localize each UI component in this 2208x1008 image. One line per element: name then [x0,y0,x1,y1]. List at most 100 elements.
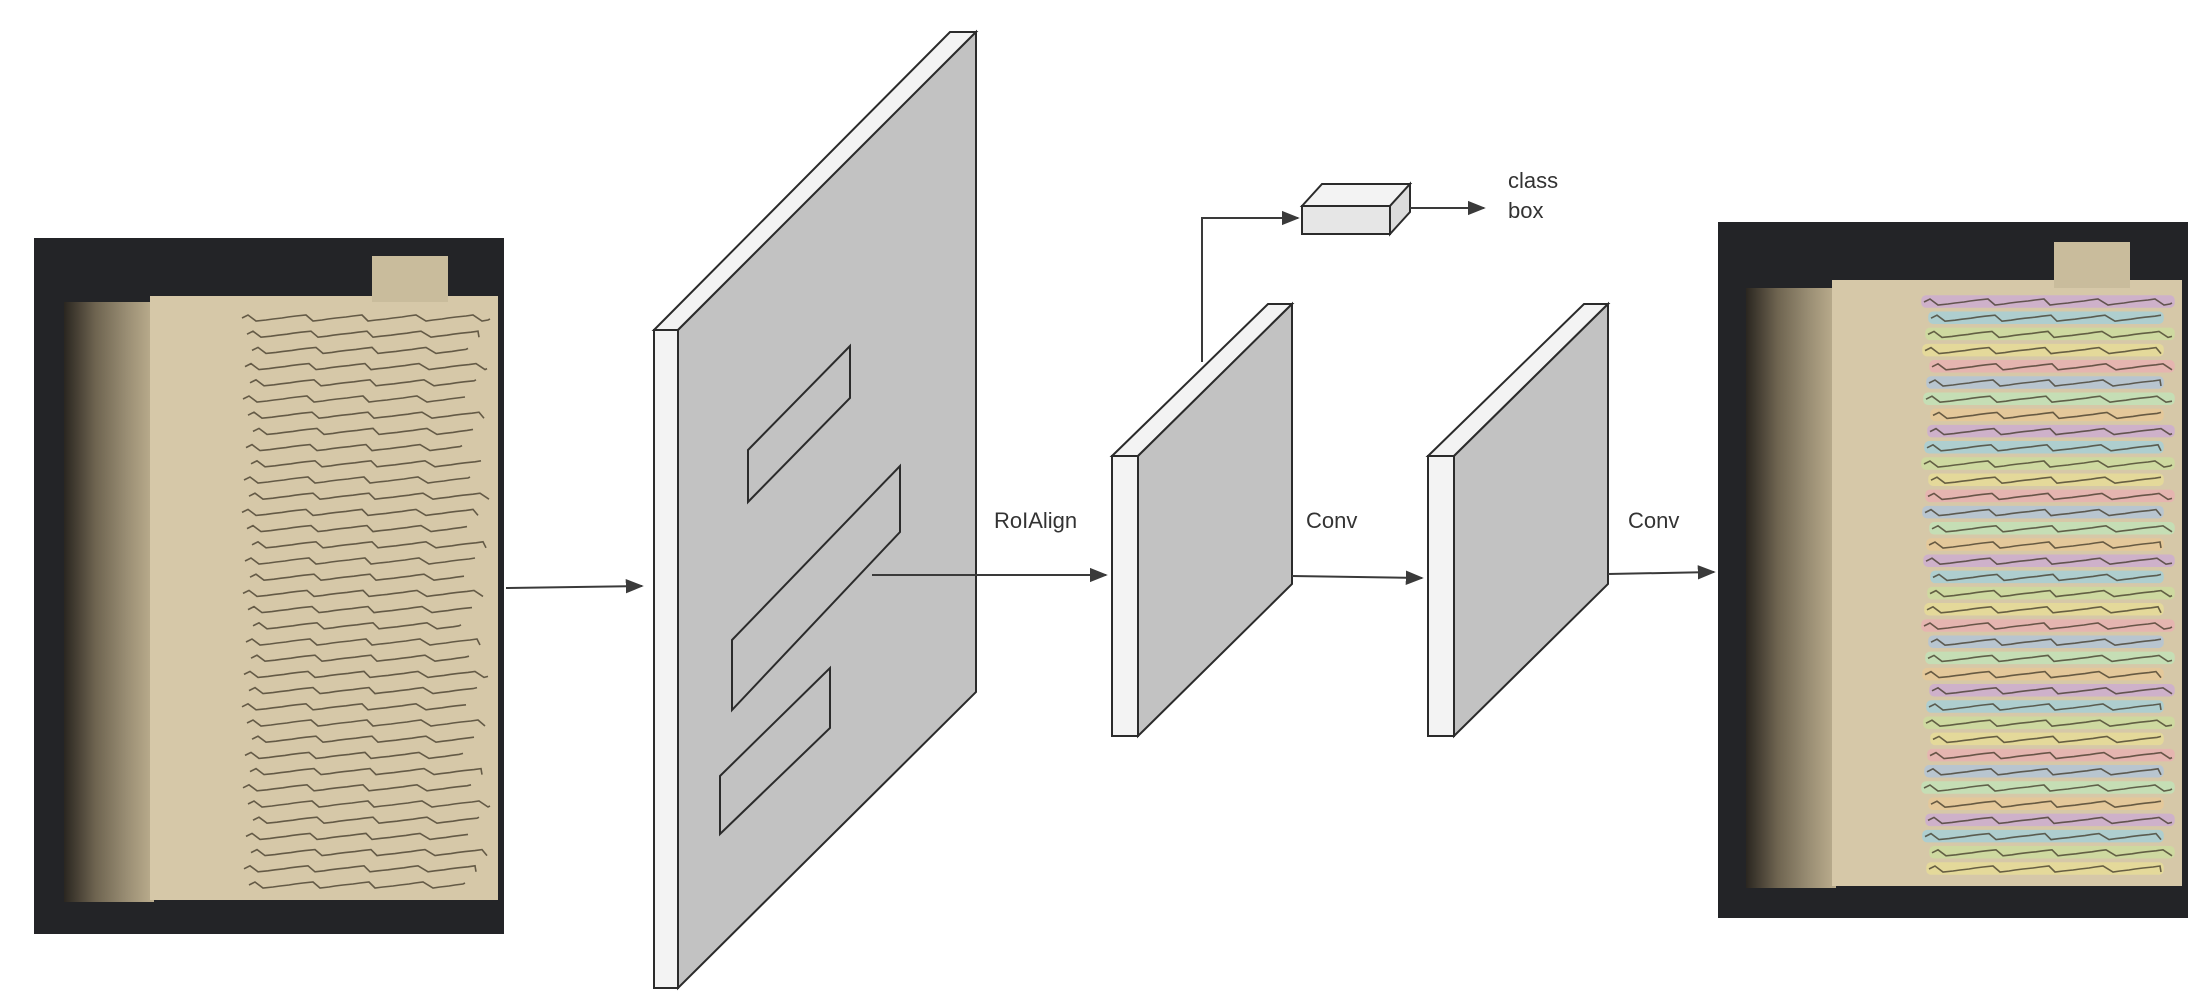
handwriting-line [1932,573,2162,582]
handwriting-line [1928,379,2162,387]
handwriting-line [251,346,469,355]
handwriting-line [251,540,487,549]
conv-label-1: Conv [1306,508,1357,533]
line-mask [1928,635,2164,648]
handwriting-line [242,395,466,403]
handwriting-line [252,427,474,436]
handwriting-line [248,492,490,501]
handwriting-line [1930,800,2162,809]
handwriting-line [1925,719,2173,728]
line-mask [1928,473,2164,486]
handwriting-line [243,476,471,484]
handwriting-line [247,605,473,614]
handwriting-line [1932,735,2162,744]
handwriting-line [1931,686,2173,695]
handwriting-line [245,443,463,452]
handwriting-line [247,800,491,808]
handwriting-line [1924,508,2162,517]
arrow-conv-to-output [1607,565,1716,580]
handwriting-line [1928,703,2162,711]
handwriting-line [250,654,470,663]
handwriting-line [1923,460,2173,468]
backbone-feature-map [651,29,979,991]
line-mask [1924,603,2164,616]
box-output-label: box [1508,198,1543,223]
handwriting-line [1926,443,2162,452]
line-mask [1922,505,2164,519]
arrow-roialign-to-conv [1291,570,1424,585]
handwriting-line [1930,314,2162,323]
roialign-front-face [1137,301,1293,739]
arrow-roialign-to-classbox-head [1201,210,1300,362]
handwriting-line [1930,476,2162,485]
handwriting-line [1927,816,2173,825]
handwriting-line [241,702,467,711]
roialign-side-face [1111,455,1139,737]
handwriting-line [1931,848,2173,857]
handwriting-line [244,362,488,371]
handwriting-line [243,864,477,873]
line-mask [1922,667,2164,681]
handwriting-line [1930,638,2162,647]
backbone-front-face [677,29,977,991]
handwriting-line [248,881,466,889]
handwriting-line [246,330,480,339]
handwriting-line [244,557,476,565]
handwriting-line [1931,362,2173,371]
arrow-input-to-backbone [505,579,644,594]
handwriting-line [1929,427,2173,436]
handwriting-line [1924,346,2162,355]
roialign-label: RoIAlign [994,508,1077,533]
roi-proposal-1 [747,343,851,505]
handwriting-line [245,638,481,646]
roialign-feature-layer [1109,301,1295,739]
output-manuscript-image [1718,222,2188,918]
line-mask [1926,700,2164,713]
line-mask [1928,311,2164,324]
handwriting-line [252,816,480,825]
line-mask [1926,376,2164,389]
handwriting-line [242,783,472,792]
line-mask [1930,570,2164,584]
handwriting-line [1925,557,2173,566]
handwriting-line [241,314,491,322]
handwriting-line [244,751,464,760]
handwriting-line [1929,589,2173,598]
output-line-masks [1921,295,2175,875]
line-mask [1926,862,2164,875]
input-book-edge [64,302,154,902]
line-mask [1924,765,2164,778]
handwriting-line [1927,492,2173,501]
handwriting-line [1927,330,2173,339]
class-box-head-block [1299,181,1413,237]
handwriting-line [1924,670,2162,679]
conv-front-face [1453,301,1609,739]
handwriting-line [1924,832,2162,841]
class-output-label: class [1508,168,1558,193]
handwriting-line [246,524,468,533]
handwriting-line [250,848,488,857]
handwriting-line [250,459,482,468]
output-book-edge [1746,288,1836,888]
handwriting-line [247,411,485,420]
handwriting-line [1923,298,2173,306]
input-handwriting-lines [241,314,491,889]
output-page-tab [2054,242,2130,288]
conv-side-face [1427,455,1455,737]
handwriting-line [241,508,479,517]
handwriting-line [1932,411,2162,420]
handwriting-line [1927,654,2173,663]
line-mask [1922,343,2164,357]
line-mask [1922,829,2164,843]
roi-proposal-3 [719,665,831,837]
roi-proposal-2 [731,463,901,713]
handwriting-line [1923,784,2173,792]
handwriting-line [1931,524,2173,533]
line-mask [1924,441,2164,454]
handwriting-line [1928,865,2162,873]
handwriting-line [1926,767,2162,776]
handwriting-line [249,767,483,776]
input-manuscript-image [34,238,504,934]
handwriting-line [252,621,462,630]
